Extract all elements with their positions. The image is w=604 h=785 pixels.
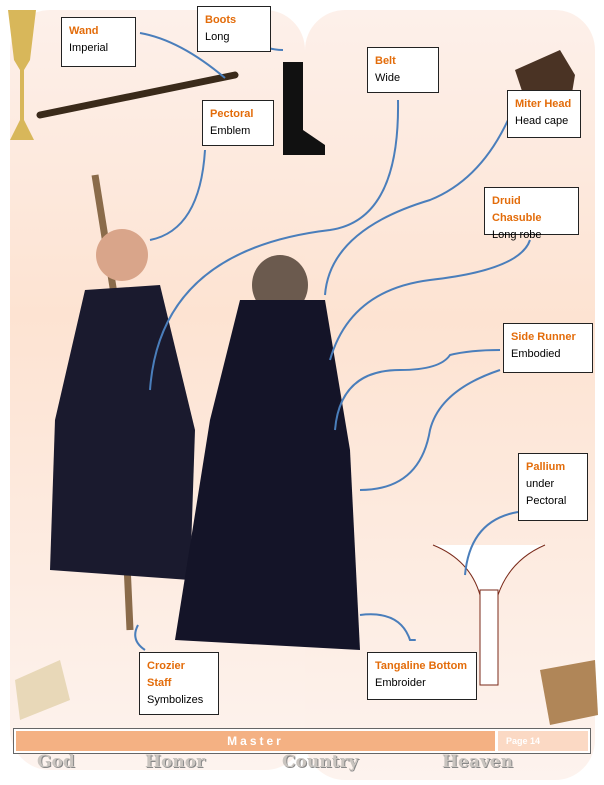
callout-desc: Emblem xyxy=(210,125,251,137)
chalice-icon xyxy=(8,10,36,140)
connector-arrows xyxy=(134,14,531,651)
callout-desc: Long xyxy=(205,31,230,43)
footer-title: Master xyxy=(16,731,495,751)
figure-back-image xyxy=(175,255,360,650)
motto-country: Country xyxy=(282,752,359,772)
callout-title: Pectoral xyxy=(210,108,254,120)
right-panel xyxy=(305,10,595,780)
callout-desc: Imperial xyxy=(69,42,109,54)
callout-desc: under Pectoral xyxy=(526,478,567,507)
callout-title: Belt xyxy=(375,55,396,67)
callout-title: Crozier Staff xyxy=(147,660,185,689)
tablet-icon xyxy=(540,660,598,725)
callout-desc: Wide xyxy=(375,72,401,84)
boots-image xyxy=(283,62,325,155)
callout-title: Miter Head xyxy=(515,98,572,110)
callout-desc: Head cape xyxy=(515,115,569,127)
callout-desc: Long robe xyxy=(492,229,542,241)
footer-bar: Master Page 14 xyxy=(13,728,591,754)
wand-image xyxy=(36,71,239,119)
figure-front-image xyxy=(50,229,195,580)
pallium-image xyxy=(432,544,546,686)
quill-icon xyxy=(15,660,70,720)
callout-desc: Symbolizes xyxy=(147,694,204,706)
callout-title: Wand xyxy=(69,25,99,37)
callout-title: Side Runner xyxy=(511,331,576,343)
callout-desc: Embodied xyxy=(511,348,561,360)
callout-title: Boots xyxy=(205,14,237,26)
callout-pallium: Pallium under Pectoral xyxy=(518,453,588,521)
callout-title: Pallium xyxy=(526,461,566,473)
callout-title: Tangaline Bottom xyxy=(375,660,468,672)
motto-heaven: Heaven xyxy=(442,752,513,772)
motto-god: God xyxy=(37,752,75,772)
callout-title: Druid Chasuble xyxy=(492,195,542,224)
page-number: Page 14 xyxy=(498,731,588,751)
callout-desc: Embroider xyxy=(375,677,426,689)
motto-honor: Honor xyxy=(145,752,206,772)
